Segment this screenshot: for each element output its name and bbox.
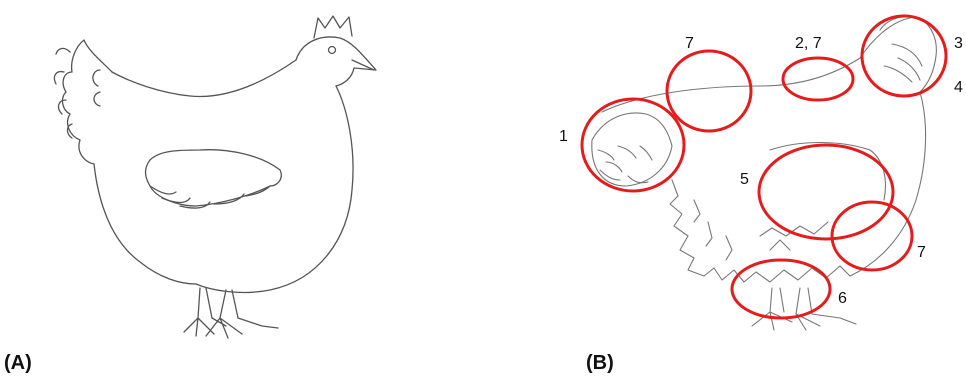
hen-b-legs [769, 287, 813, 315]
annotation-7-vent: 7 [917, 244, 926, 261]
hen-a-eye [327, 45, 337, 55]
annotation-7-back: 7 [685, 35, 694, 52]
ring-feet [730, 258, 832, 320]
ring-vent [830, 200, 914, 272]
hen-b-face [883, 43, 923, 83]
hen-a-feet [183, 317, 279, 339]
panel-b-label: (B) [586, 352, 614, 374]
annotation-rings [580, 14, 948, 320]
ring-tail [580, 97, 686, 193]
annotation-6: 6 [838, 290, 847, 307]
panel-a-label: (A) [4, 352, 32, 374]
annotation-4: 4 [954, 79, 963, 96]
hen-b-chest [849, 91, 927, 277]
hen-b-tail [591, 112, 673, 187]
ring-head [860, 14, 948, 98]
hen-b-belly [769, 142, 887, 201]
annotation-numbers: 1 7 2, 7 3 4 5 7 6 [559, 35, 963, 307]
hen-a-wing-feathers [149, 185, 271, 209]
hen-a-comb [313, 15, 353, 39]
hen-a-tail [61, 39, 113, 165]
hen-a-breast [195, 85, 354, 294]
hen-a-wing [144, 149, 282, 207]
annotation-3: 3 [954, 35, 963, 52]
hen-b-fluff [669, 179, 851, 283]
ring-neck [781, 56, 855, 102]
annotation-2-7: 2, 7 [795, 35, 822, 52]
hen-b-back [601, 17, 911, 113]
hen-b-fluff-inner [693, 199, 829, 261]
hen-a-leg-right [219, 289, 239, 319]
hen-b-tail-feathers [597, 145, 653, 184]
hen-sketch-b [591, 15, 937, 331]
hen-a-tail-inner [53, 47, 101, 139]
ring-back [665, 49, 753, 133]
hen-a-rear [93, 163, 197, 285]
annotation-5: 5 [740, 171, 749, 188]
hen-a-beak-line [351, 59, 375, 71]
hen-a-head [295, 36, 377, 87]
hen-a-back [111, 59, 297, 98]
hen-a-leg-left [197, 287, 213, 319]
annotation-1: 1 [559, 128, 568, 145]
ring-belly [757, 143, 895, 241]
hen-sketch-a [53, 15, 377, 339]
